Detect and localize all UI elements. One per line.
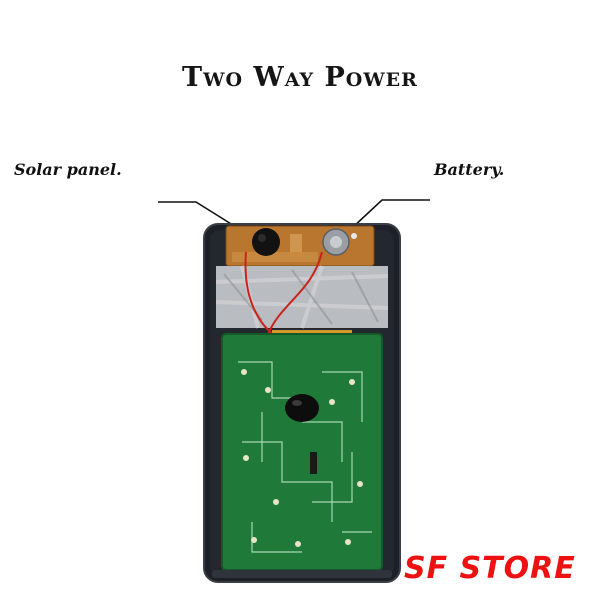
battery-leader-line bbox=[351, 199, 430, 229]
chip-blob bbox=[285, 394, 319, 422]
battery-label: Battery. bbox=[434, 160, 505, 179]
solar-panel-leader-line bbox=[158, 201, 237, 228]
solar-cell bbox=[252, 228, 280, 256]
green-pcb bbox=[222, 334, 382, 570]
brand-watermark: SF STORE bbox=[404, 551, 576, 586]
resistor bbox=[310, 452, 317, 474]
solar-panel-label: Solar panel. bbox=[14, 160, 122, 179]
page-title: Two Way Power bbox=[182, 62, 418, 93]
calculator-circuit-board-photo bbox=[203, 223, 401, 583]
